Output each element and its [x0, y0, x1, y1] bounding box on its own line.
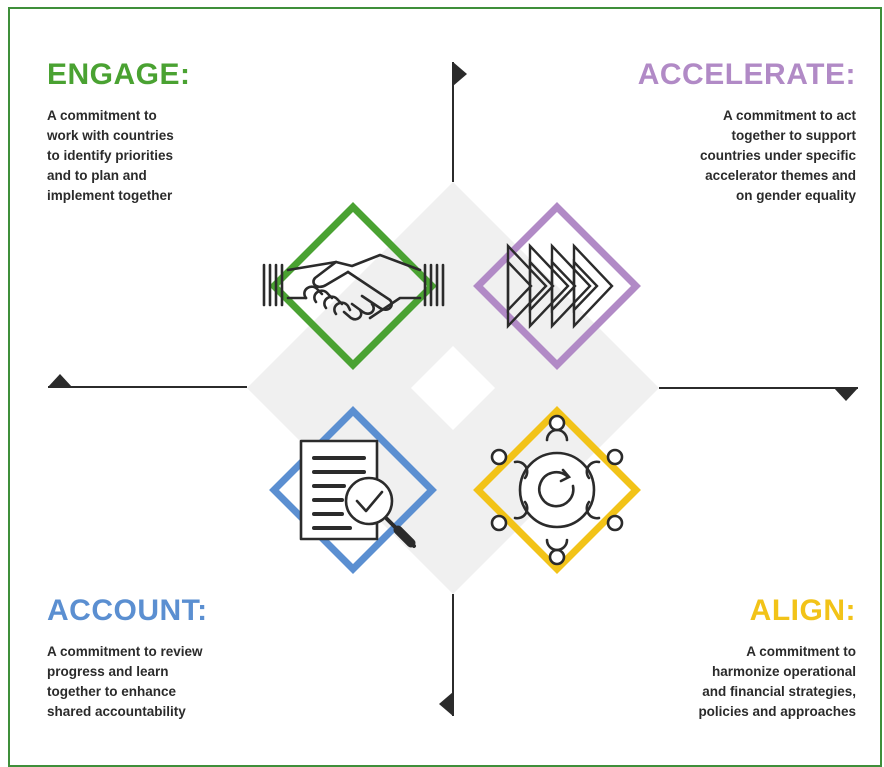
account-icon-group	[269, 406, 437, 574]
align-diamond	[473, 406, 641, 574]
engage-description: A commitment to work with countries to i…	[47, 108, 174, 203]
align-icon-group	[473, 406, 641, 574]
fast-forward-arrows-icon	[506, 242, 614, 330]
axis-lines	[48, 62, 858, 716]
engage-diamond	[269, 202, 437, 370]
accelerate-description: A commitment to act together to support …	[699, 108, 856, 203]
handshake-icon	[262, 253, 445, 321]
accelerate-title: ACCELERATE:	[637, 58, 856, 91]
accelerate-diamond	[473, 202, 641, 370]
engage-icon-group	[262, 202, 445, 370]
account-description: A commitment to review progress and lear…	[47, 644, 203, 719]
engage-title: ENGAGE:	[47, 58, 191, 91]
account-title: ACCOUNT:	[47, 594, 208, 627]
accelerate-icon-group	[473, 202, 641, 370]
align-title: ALIGN:	[749, 594, 856, 627]
circular-sync-nodes-icon	[490, 414, 624, 566]
document-checkmark-magnifier-icon	[299, 439, 416, 548]
align-description: A commitment to harmonize operational an…	[698, 644, 856, 719]
center-diamond	[411, 346, 495, 430]
